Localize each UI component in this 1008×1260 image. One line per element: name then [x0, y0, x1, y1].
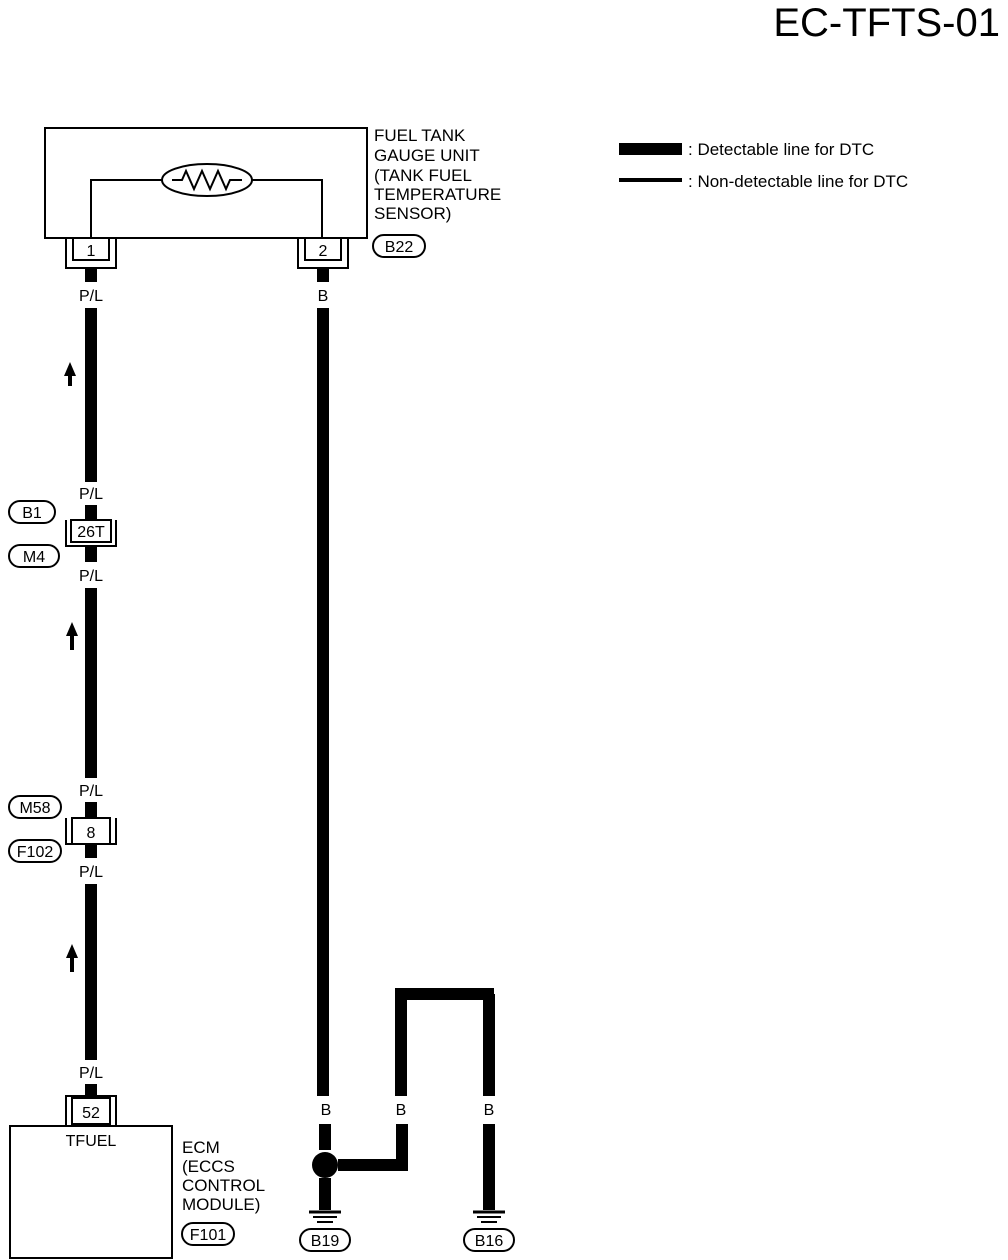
- ecm-connector-badge: [181, 1222, 235, 1246]
- junction-1-pin-box: [70, 519, 112, 543]
- wire-color-label: B: [484, 1102, 495, 1119]
- legend-detectable-label: : Detectable line for DTC: [688, 140, 874, 159]
- legend-non-detectable-swatch: [619, 178, 682, 182]
- sensor-label-line2: GAUGE UNIT: [374, 146, 480, 165]
- junction-1-connector-bottom-badge: [8, 544, 60, 568]
- sensor-connector-badge: [372, 234, 426, 258]
- signal-direction-arrow-icon: [66, 944, 78, 972]
- ground-right: B16: [463, 1210, 515, 1252]
- ground-right-badge: [463, 1228, 515, 1252]
- ecm-connector: F101: [190, 1227, 227, 1244]
- junction-2-connector-bottom-badge: [8, 839, 62, 863]
- ecm-label-line3: CONTROL: [182, 1176, 265, 1195]
- sensor-pin-1-box: [72, 237, 110, 261]
- junction-2-connector-top: M58: [19, 800, 50, 817]
- sensor-internal-wire: [90, 179, 162, 240]
- ecm-label-line1: ECM: [182, 1138, 220, 1157]
- junction-1-connector-top-badge: [8, 500, 56, 524]
- ground-left: B19: [299, 1210, 351, 1252]
- wire-color-label: P/L: [79, 486, 103, 503]
- fuel-tank-gauge-unit: 1 2 FUEL TANK GAUGE UNIT (TANK FUEL TEMP…: [44, 126, 501, 269]
- sensor-label-line1: FUEL TANK: [374, 126, 466, 145]
- ecm-pin: 52: [82, 1105, 100, 1122]
- junction-1-connector-bottom: M4: [23, 549, 45, 566]
- page-code: EC-TFTS-01: [773, 1, 1000, 45]
- wire-color-label: P/L: [79, 1065, 103, 1082]
- legend-detectable-swatch: [619, 143, 682, 155]
- ecm: 52 TFUEL ECM (ECCS CONTROL MODULE) F101: [9, 1095, 265, 1259]
- signal-direction-arrow-icon: [64, 362, 76, 386]
- junction-2-pin: 8: [87, 825, 96, 842]
- sensor-pin-1: 1: [87, 243, 96, 260]
- sensor-box: [44, 127, 368, 239]
- junction-2-pin-box: [71, 817, 111, 845]
- junction-1-pin: 26T: [77, 524, 105, 541]
- ground-right-label: B16: [475, 1233, 504, 1250]
- wire-color-label: B: [321, 1102, 332, 1119]
- sensor-connector: B22: [385, 239, 414, 256]
- sensor-label-line4: TEMPERATURE: [374, 185, 501, 204]
- splice-point: [312, 1152, 338, 1178]
- ground-wire: B B B B: [312, 268, 495, 1210]
- wire-color-label: P/L: [79, 288, 103, 305]
- signal-direction-arrow-icon: [66, 622, 78, 650]
- wire-color-label: B: [396, 1102, 407, 1119]
- legend: : Detectable line for DTC : Non-detectab…: [619, 140, 908, 191]
- ecm-pin-bracket: [65, 1095, 117, 1126]
- thermistor-icon: [161, 163, 253, 197]
- ecm-terminal: TFUEL: [66, 1133, 117, 1150]
- sensor-label-line3: (TANK FUEL: [374, 166, 472, 185]
- junction-2-connector-top-badge: [8, 795, 62, 819]
- legend-non-detectable-label: : Non-detectable line for DTC: [688, 172, 908, 191]
- wire-color-label: P/L: [79, 783, 103, 800]
- sensor-internal-wire-right: [252, 179, 323, 240]
- junction-1-connector-top: B1: [22, 505, 42, 522]
- ecm-box: [9, 1125, 173, 1259]
- ground-left-label: B19: [311, 1233, 340, 1250]
- ground-left-badge: [299, 1228, 351, 1252]
- sensor-pin-2: 2: [319, 243, 328, 260]
- junction-2-connector-bottom: F102: [17, 844, 54, 861]
- ecm-label-line2: (ECCS: [182, 1157, 235, 1176]
- wire-color-label: P/L: [79, 864, 103, 881]
- wire-color-label: P/L: [79, 568, 103, 585]
- sensor-label-line5: SENSOR): [374, 204, 451, 223]
- sensor-pin-2-box: [304, 237, 342, 261]
- wire-color-label: B: [318, 288, 329, 305]
- ecm-pin-box: [71, 1097, 111, 1125]
- ecm-label-line4: MODULE): [182, 1195, 260, 1214]
- resistor-zigzag: [172, 168, 242, 192]
- signal-wire: P/L P/L 26T B1 M4 P/L P/L 8 M58 F102 P/L…: [8, 268, 117, 1098]
